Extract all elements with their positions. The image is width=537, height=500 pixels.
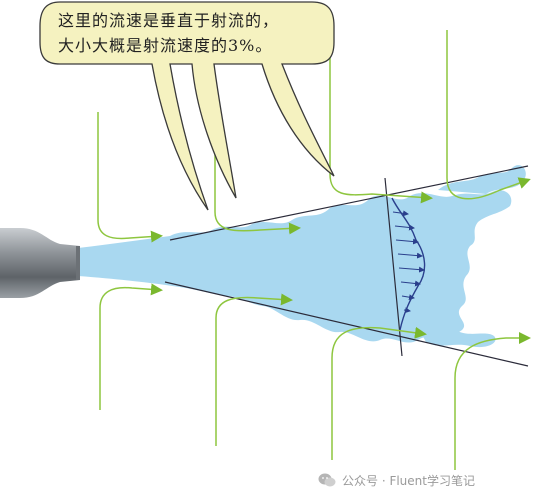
callout-text: 这里的流速是垂直于射流的， 大小大概是射流速度的3%。 <box>58 8 320 58</box>
wechat-icon <box>318 473 336 487</box>
entrainment-streamline <box>215 293 293 446</box>
nozzle-icon <box>0 228 80 298</box>
jet-boundary-lower <box>164 281 529 367</box>
entrainment-streamline <box>214 82 301 235</box>
velocity-profile <box>384 177 426 357</box>
entrainment-streamline <box>446 30 531 200</box>
entrainment-streamline <box>99 283 163 410</box>
jet-eddy-blob <box>438 165 526 194</box>
entrainment-streamline <box>329 56 433 204</box>
watermark: 公众号 · Fluent学习笔记 <box>318 470 475 490</box>
entrainment-streamline <box>331 326 427 460</box>
jet-boundary-upper <box>169 165 529 241</box>
entrainment-streamline <box>454 332 531 470</box>
entrainment-streamline <box>97 112 163 243</box>
callout-line-2: 大小大概是射流速度的3%。 <box>58 36 273 55</box>
callout-bubble <box>39 1 335 211</box>
jet-plume <box>78 190 512 343</box>
watermark-text: 公众号 · Fluent学习笔记 <box>342 473 475 488</box>
jet-eddy-blob <box>415 322 496 348</box>
callout-line-1: 这里的流速是垂直于射流的， <box>58 11 280 30</box>
